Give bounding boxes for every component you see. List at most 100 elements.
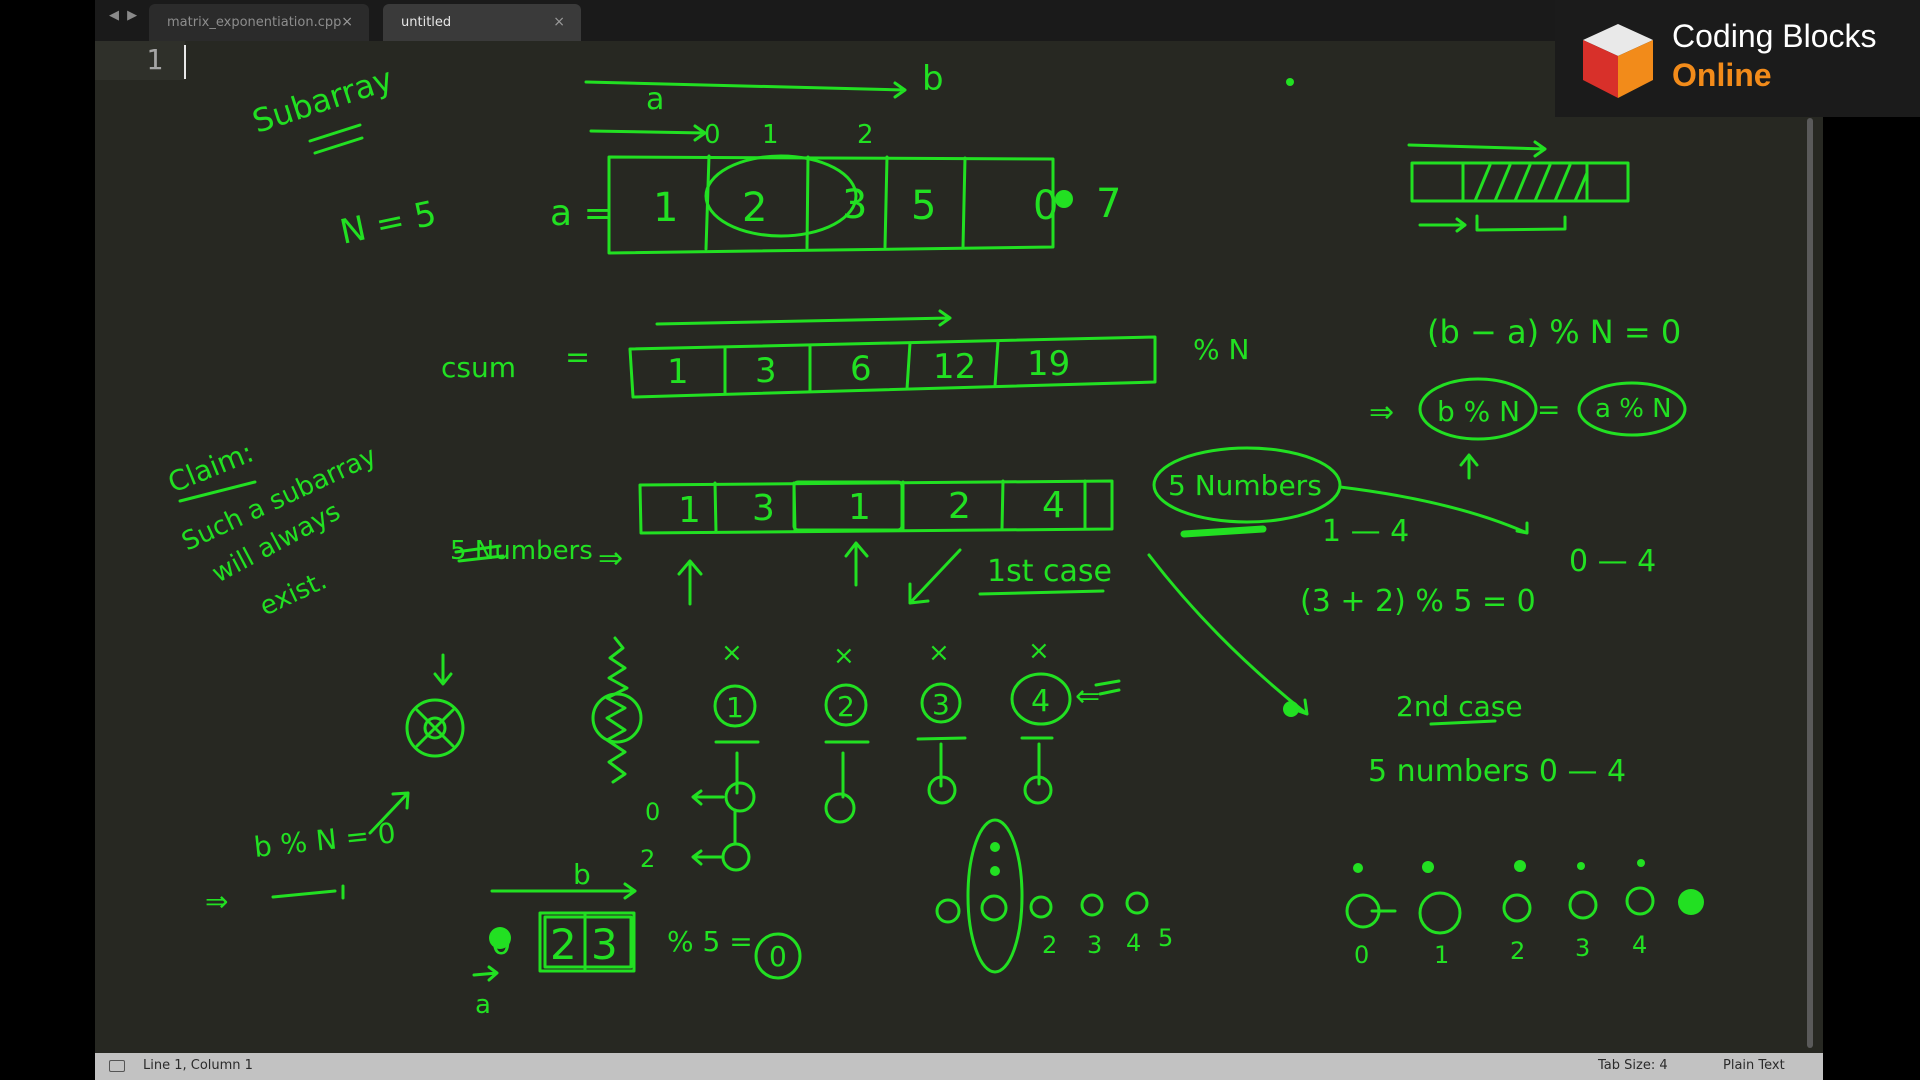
claim-line: exist. [255, 566, 331, 623]
array-a-value: 5 [911, 183, 936, 229]
mini-b-arrow [1407, 140, 1547, 158]
x-mark: × [833, 641, 855, 671]
n-equals: N = 5 [337, 193, 440, 252]
claim-line: Claim: [163, 436, 258, 500]
brand-sub: Online [1672, 57, 1772, 93]
b-arrow [584, 80, 907, 99]
small-label: 0 [645, 798, 660, 826]
label-a: a [646, 82, 664, 117]
label-1: 1 [762, 120, 779, 150]
range-1-4: 1 — 4 [1322, 514, 1409, 549]
mods-value: 2 [948, 486, 971, 527]
array-a-value: 0 [1033, 183, 1058, 229]
scribble [605, 636, 629, 784]
bucket-label: 2 [1510, 937, 1525, 965]
mods-value: 1 [678, 490, 701, 531]
bucket-label: 0 [1354, 941, 1369, 969]
csum-label: csum [441, 351, 516, 384]
oval-five-numbers: 5 Numbers [1168, 469, 1322, 502]
editor-window: ◀ ▶ matrix_exponentiation.cpp × untitled… [95, 0, 1823, 1080]
brand-logo: Coding Blocks Online [1555, 0, 1920, 117]
pigeon-label: 2 [1042, 931, 1057, 959]
bottom-zero-circle [754, 932, 802, 980]
left-double-arrow: ⇐ [1075, 679, 1100, 714]
label-2: 2 [857, 120, 874, 150]
close-icon[interactable]: × [341, 14, 353, 30]
mini-array [1410, 161, 1630, 203]
csum-value: 6 [850, 349, 872, 389]
cursor-position: Line 1, Column 1 [143, 1058, 253, 1073]
array-a-box [607, 155, 1055, 255]
mods-value: 3 [752, 488, 775, 529]
b-mod-n: b % N [1437, 395, 1520, 428]
panel-toggle-icon[interactable] [109, 1060, 125, 1072]
csum-box [628, 335, 1157, 399]
curve-to-0-4 [1338, 485, 1529, 535]
array-a-value: 1 [653, 185, 678, 231]
mod-n-label: % N [1193, 333, 1249, 366]
array-a-value: 7 [1096, 181, 1121, 227]
bmod-oval [1418, 377, 1538, 441]
csum-eq: = [565, 340, 590, 375]
mods-value: 1 [848, 487, 871, 528]
circle-number: 4 [1031, 684, 1050, 719]
mods-value: 4 [1042, 485, 1065, 526]
example-formula: (3 + 2) % 5 = 0 [1300, 584, 1536, 619]
five-numbers-oval [1152, 446, 1342, 524]
bottom-array-box [538, 911, 636, 973]
bottom-label-a: a [475, 990, 491, 1020]
pigeon-label: 4 [1126, 929, 1141, 957]
csum-value: 19 [1027, 344, 1070, 384]
bottom-array-value: 0 [491, 924, 511, 962]
line-number: 1 [146, 43, 163, 76]
bottom-b-arrow [490, 882, 637, 900]
tab-nav-arrows-icon[interactable]: ◀ ▶ [109, 8, 140, 23]
range-0-4: 0 — 4 [1569, 544, 1656, 579]
csum-arrow [655, 309, 952, 327]
bucket-label: 4 [1632, 931, 1647, 959]
tab-matrix-exponentiation[interactable]: matrix_exponentiation.cpp × [149, 4, 369, 41]
pigeon-label: 3 [1087, 931, 1102, 959]
csum-value: 1 [667, 352, 689, 392]
close-icon[interactable]: × [553, 14, 565, 30]
curve-to-2nd-case [1147, 553, 1309, 716]
x-mark: × [1028, 636, 1050, 666]
bottom-array-value: 3 [591, 920, 618, 969]
five-numbers-range: 5 numbers 0 — 4 [1368, 754, 1626, 789]
vertical-scrollbar[interactable] [1807, 118, 1813, 1048]
circle-number: 3 [932, 688, 950, 721]
whiteboard-drawing: Subarray N = 5 a = a b 0 1 2 1 2 3 5 0 7… [163, 59, 1704, 1020]
pigeon-label: 5 [1158, 924, 1173, 952]
subarray-oval [704, 154, 858, 238]
label-b: b [922, 59, 944, 99]
label-0: 0 [704, 120, 721, 150]
tab-label: untitled [401, 15, 452, 30]
csum-value: 3 [755, 351, 777, 391]
tab-size[interactable]: Tab Size: 4 [1598, 1058, 1668, 1073]
tab-label: matrix_exponentiation.cpp [167, 15, 342, 30]
bucket-label: 1 [1434, 941, 1449, 969]
array-a-value: 2 [742, 185, 767, 231]
equals-sign: = [1537, 393, 1560, 426]
second-case-label: 2nd case [1396, 690, 1523, 723]
subarray-underline [308, 123, 364, 155]
up-arrow-1 [677, 559, 703, 606]
text-editor-area[interactable]: Subarray N = 5 a = a b 0 1 2 1 2 3 5 0 7… [95, 41, 1823, 1053]
x-mark: × [928, 638, 950, 668]
brand-name: Coding Blocks [1672, 18, 1877, 54]
amod-oval [1577, 381, 1687, 437]
right-black-border [1823, 0, 1920, 1080]
tab-bar: ◀ ▶ matrix_exponentiation.cpp × untitled… [95, 0, 1823, 41]
pigeonhole-oval [966, 818, 1024, 974]
syntax-selector[interactable]: Plain Text [1723, 1058, 1785, 1073]
array-a-value: 3 [842, 182, 867, 228]
a-equals: a = [550, 193, 614, 234]
tab-untitled[interactable]: untitled × [383, 4, 581, 41]
implies-arrow: ⇒ [1369, 395, 1394, 430]
up-arrow-2 [844, 541, 869, 587]
cube-logo-icon [1583, 24, 1653, 98]
csum-value: 12 [933, 347, 976, 387]
five-numbers-label: 5 Numbers [450, 536, 593, 566]
line-gutter: 1 [95, 41, 185, 80]
a-arrow [589, 124, 707, 142]
